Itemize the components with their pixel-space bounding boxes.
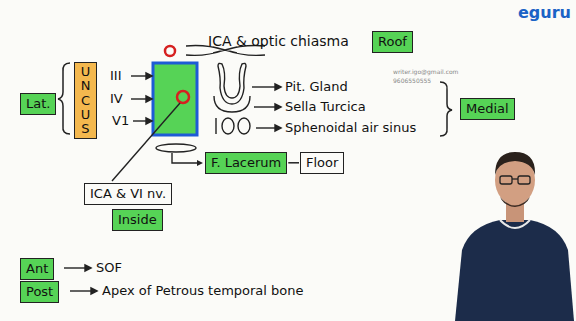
pituitary-gland <box>218 63 246 104</box>
logo-text: eguru <box>518 3 571 22</box>
region-tag: Roof <box>372 31 413 53</box>
sella-turcica <box>214 96 250 112</box>
wall-tag: Ant <box>20 258 54 280</box>
nerve-label: V1 <box>112 113 129 129</box>
connector <box>288 162 299 164</box>
node-text: Roof <box>378 34 407 50</box>
nerve-label: III <box>110 68 122 84</box>
roof-content: ICA & optic chiasma <box>208 33 349 50</box>
region-tag: Medial <box>460 98 515 120</box>
structure-label: Pit. Gland <box>285 79 348 95</box>
node-text: Post <box>26 284 53 300</box>
anterior-relation: SOF <box>96 260 122 276</box>
brace <box>58 63 70 134</box>
leader-arrows <box>131 73 152 124</box>
node-text: ICA & VI nv. <box>90 186 166 202</box>
cavernous-sinus <box>153 63 197 135</box>
content-box: ICA & VI nv. <box>84 183 172 205</box>
region-tag: Lat. <box>20 93 56 115</box>
node-text: Floor <box>306 155 338 171</box>
region-tag: Inside <box>112 209 163 231</box>
node-text: Inside <box>118 212 157 228</box>
node-text: Lat. <box>26 96 50 112</box>
node-text: UNCUS <box>79 65 92 136</box>
structure-label: Sphenoidal air sinus <box>285 120 416 136</box>
node-text: F. Lacerum <box>211 155 281 171</box>
nerve-label: IV <box>110 91 123 107</box>
watermark: 9606550555 <box>393 77 431 84</box>
uncus-box: UNCUS <box>74 62 97 139</box>
node-text: Ant <box>26 261 48 277</box>
floor-box: F. Lacerum <box>205 152 287 174</box>
leader-arrow <box>172 153 198 163</box>
leader-arrows <box>252 84 281 131</box>
foramen-lacerum <box>156 144 196 152</box>
region-tag: Floor <box>300 152 344 174</box>
sphenoidal-sinus <box>216 118 250 134</box>
ica-circle <box>165 46 175 56</box>
structure-label: Sella Turcica <box>285 99 366 115</box>
posterior-relation: Apex of Petrous temporal bone <box>102 283 304 299</box>
watermark: writer.igo@gmail.com <box>393 68 458 75</box>
brace <box>440 82 452 136</box>
ica-circle <box>177 91 189 103</box>
node-text: Medial <box>466 101 509 117</box>
arrow-head <box>197 160 203 166</box>
wall-tag: Post <box>20 281 59 303</box>
leader-line <box>112 103 180 181</box>
presenter <box>455 152 574 321</box>
leader-arrows <box>64 265 97 294</box>
